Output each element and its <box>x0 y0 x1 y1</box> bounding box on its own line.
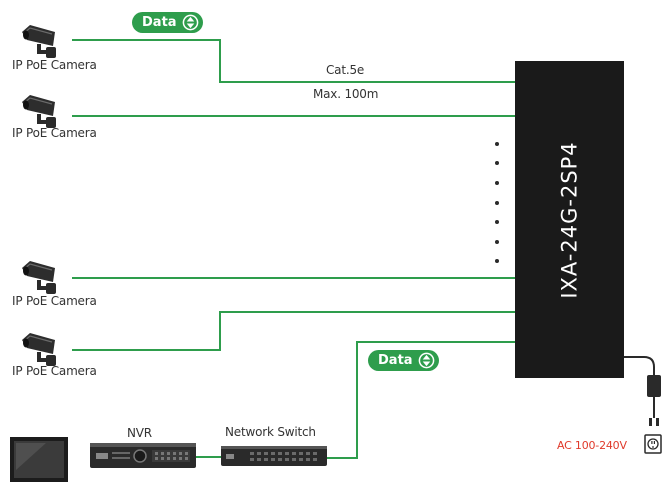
monitor-icon <box>10 437 68 482</box>
poe-switch-model: IXA-24G-2SP4 <box>515 61 624 378</box>
data-badge-top-label: Data <box>142 15 177 30</box>
camera-4-line <box>72 311 515 351</box>
power-spec-label: AC 100-240V <box>557 439 627 452</box>
uplink-line <box>327 341 515 459</box>
camera-1-icon <box>20 23 58 60</box>
camera-4-icon <box>20 331 58 368</box>
nvr-icon <box>90 443 196 468</box>
poe-switch-model-text: IXA-24G-2SP4 <box>557 140 582 299</box>
camera-1-label: IP PoE Camera <box>12 58 97 72</box>
power-adapter-icon <box>624 356 661 426</box>
camera-3-icon <box>20 259 58 296</box>
network-switch-icon <box>221 446 327 466</box>
network-switch-label: Network Switch <box>225 425 316 439</box>
data-badge-bottom: Data <box>368 350 439 371</box>
poe-switch-device <box>515 61 624 378</box>
bidirectional-arrow-icon <box>418 352 434 369</box>
camera-2-icon <box>20 93 58 130</box>
cable-type-label: Cat.5e <box>326 63 365 77</box>
bidirectional-arrow-icon <box>182 14 198 31</box>
camera-1-line <box>72 39 515 83</box>
more-ports-dots <box>495 142 499 263</box>
max-distance-label: Max. 100m <box>313 87 379 101</box>
data-badge-bottom-label: Data <box>378 353 413 368</box>
camera-2-label: IP PoE Camera <box>12 126 97 140</box>
camera-3-label: IP PoE Camera <box>12 294 97 308</box>
data-badge-top: Data <box>132 12 203 33</box>
camera-4-label: IP PoE Camera <box>12 364 97 378</box>
power-outlet-icon <box>644 434 662 454</box>
nvr-label: NVR <box>127 426 152 440</box>
